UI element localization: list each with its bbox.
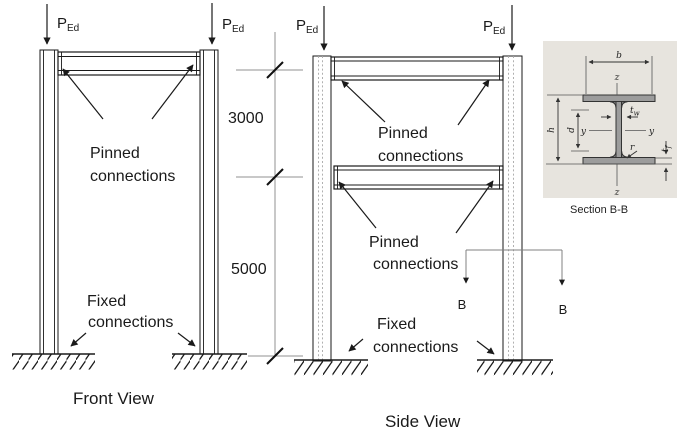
pinned-arrow [457,79,490,126]
cut-label-right: B [559,302,568,317]
fillet [621,150,628,158]
dimension-lower: 5000 [231,261,267,278]
side-pinned-label-lower: Pinned connections [338,180,494,273]
pinned-arrow [455,180,494,234]
section-figure: b z z h d tw [543,41,677,216]
load-label: PEd [296,17,318,36]
svg-text:Fixed: Fixed [87,293,126,310]
dim-h: h [546,94,672,165]
section-cut-marker: B B [458,249,568,317]
pinned-arrow [338,181,377,229]
side-lower-beam [333,165,504,190]
side-fixed-label: Fixed connections [348,316,495,356]
pinned-arrow [62,68,104,120]
i-beam-profile [582,94,656,165]
cut-label-left: B [458,297,467,312]
fixed-arrow [177,332,196,347]
svg-text:connections: connections [88,314,173,331]
side-left-support [294,359,368,376]
svg-text:r: r [630,143,635,153]
load-label: PEd [483,18,505,37]
front-left-column [39,49,59,355]
side-left-column [312,55,332,362]
svg-text:y: y [648,127,655,137]
side-view: PEd PEd Pinned connections Pinned connec… [294,5,553,431]
front-top-beam [57,51,201,76]
side-pinned-label-upper: Pinned connections [341,79,490,165]
svg-text:tw: tw [630,106,640,118]
svg-text:d: d [567,127,577,133]
svg-text:z: z [614,188,620,198]
svg-text:connections: connections [373,339,458,356]
side-right-support [477,359,553,376]
dimension-upper: 3000 [228,110,264,127]
svg-text:Pinned: Pinned [378,125,428,142]
load-label: PEd [222,16,244,35]
dim-tw: tw [601,106,640,120]
front-fixed-label: Fixed connections [70,293,196,347]
svg-text:z: z [614,73,620,83]
axis-z: z z [614,73,620,198]
svg-text:Pinned: Pinned [369,234,419,251]
front-view-title: Front View [73,389,155,408]
dim-b: b [585,51,653,94]
svg-text:Fixed: Fixed [377,316,416,333]
svg-text:b: b [616,51,622,61]
front-left-support [12,353,95,370]
fixed-arrow [476,340,495,355]
svg-text:Pinned: Pinned [90,145,140,162]
pinned-arrow [341,80,386,123]
dim-tf: tf [655,141,673,181]
front-view: PEd PEd Pinned connections Fixed connect… [12,3,247,408]
side-right-column [502,55,523,362]
fixed-arrow [348,338,364,352]
fillet [609,150,617,158]
svg-text:y: y [580,127,587,137]
fixed-arrow [70,332,87,347]
svg-text:connections: connections [378,148,463,165]
svg-text:connections: connections [373,256,458,273]
front-pinned-label: Pinned connections [62,64,194,185]
side-right-load: PEd [483,5,516,51]
front-right-column [199,49,219,355]
front-left-load: PEd [43,4,79,45]
svg-text:connections: connections [90,168,175,185]
axis-y: y y [580,127,655,137]
side-left-load: PEd [296,6,328,51]
fillet [609,101,617,109]
fillet [621,101,628,109]
dim-r: r [626,143,638,159]
svg-text:h: h [547,127,557,133]
front-right-load: PEd [208,3,244,45]
load-label: PEd [57,15,79,34]
side-view-title: Side View [385,412,461,431]
section-image-background [543,41,677,198]
section-caption: Section B-B [570,204,628,216]
front-right-support [172,353,247,370]
dim-d: d [567,109,589,152]
svg-text:tf: tf [661,144,673,152]
side-upper-beam [330,56,504,81]
dimension-line: 3000 5000 [228,32,303,365]
pinned-arrow [151,64,194,120]
